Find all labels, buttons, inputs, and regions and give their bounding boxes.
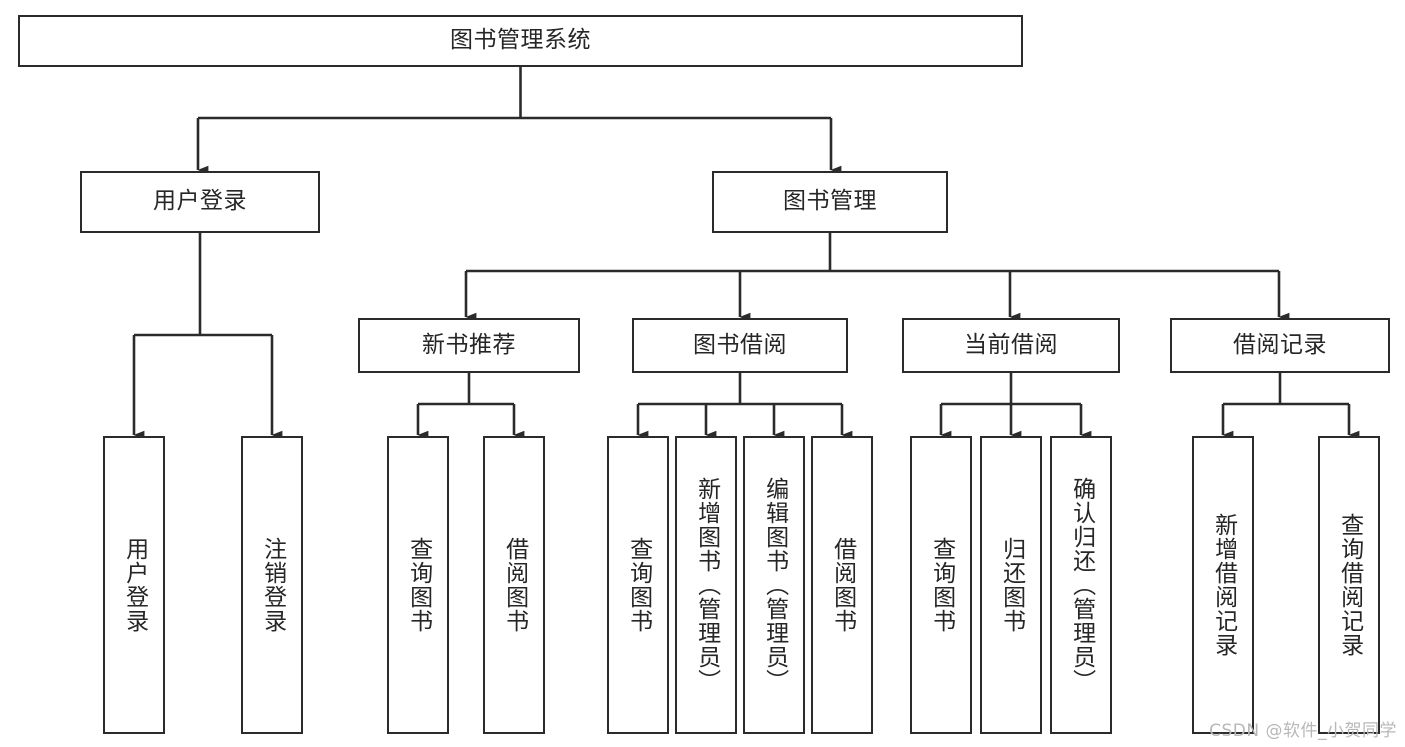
node-book-borrow[interactable]: 图书借阅	[632, 318, 848, 373]
node-current-borrow[interactable]: 当前借阅	[902, 318, 1120, 373]
leaf-borrow-book-recommend-label: 借阅图书	[501, 537, 528, 633]
edge-group-new-book	[416, 373, 525, 440]
node-book-borrow-label: 图书借阅	[693, 331, 787, 358]
node-book-management-label: 图书管理	[783, 188, 877, 215]
leaf-query-borrow-record[interactable]: 查询借阅记录	[1318, 436, 1380, 734]
leaf-add-borrow-record[interactable]: 新增借阅记录	[1192, 436, 1254, 734]
leaf-query-book-current[interactable]: 查询图书	[910, 436, 972, 734]
node-user-login-label: 用户登录	[153, 188, 247, 215]
leaf-return-book[interactable]: 归还图书	[980, 436, 1042, 734]
node-borrow-record-label: 借阅记录	[1233, 331, 1327, 358]
node-root-label: 图书管理系统	[450, 27, 591, 54]
edge-group-current-borrow	[939, 373, 1092, 440]
leaf-logout[interactable]: 注销登录	[241, 436, 303, 734]
leaf-logout-label: 注销登录	[259, 537, 286, 633]
leaf-query-book-recommend[interactable]: 查询图书	[387, 436, 449, 734]
node-borrow-record[interactable]: 借阅记录	[1170, 318, 1390, 373]
edge-group-book-borrow	[636, 373, 853, 440]
node-user-login[interactable]: 用户登录	[80, 171, 320, 233]
edge-group-book-management	[464, 233, 1290, 322]
node-new-book-recommend-label: 新书推荐	[422, 331, 516, 358]
leaf-user-login-label: 用户登录	[121, 537, 148, 633]
leaf-user-login[interactable]: 用户登录	[103, 436, 165, 734]
leaf-add-book-admin[interactable]: 新增图书（管理员）	[675, 436, 737, 734]
leaf-edit-book-admin[interactable]: 编辑图书（管理员）	[743, 436, 805, 734]
leaf-borrow-book-recommend[interactable]: 借阅图书	[483, 436, 545, 734]
leaf-query-book-label: 查询图书	[625, 537, 652, 633]
edge-group-user-login	[132, 233, 283, 440]
node-root[interactable]: 图书管理系统	[18, 15, 1023, 67]
leaf-query-book-current-label: 查询图书	[928, 537, 955, 633]
leaf-confirm-return-admin-label: 确认归还（管理员）	[1068, 477, 1095, 693]
edge-group-borrow-record	[1221, 373, 1360, 440]
leaf-confirm-return-admin[interactable]: 确认归还（管理员）	[1050, 436, 1112, 734]
leaf-add-borrow-record-label: 新增借阅记录	[1210, 513, 1237, 657]
leaf-query-borrow-record-label: 查询借阅记录	[1336, 513, 1363, 657]
node-book-management[interactable]: 图书管理	[712, 171, 948, 233]
leaf-query-book-recommend-label: 查询图书	[405, 537, 432, 633]
node-current-borrow-label: 当前借阅	[964, 331, 1058, 358]
leaf-query-book[interactable]: 查询图书	[607, 436, 669, 734]
edge-group-root	[196, 67, 842, 175]
leaf-borrow-book[interactable]: 借阅图书	[811, 436, 873, 734]
leaf-add-book-admin-label: 新增图书（管理员）	[693, 477, 720, 693]
leaf-return-book-label: 归还图书	[998, 537, 1025, 633]
leaf-edit-book-admin-label: 编辑图书（管理员）	[761, 477, 788, 693]
leaf-borrow-book-label: 借阅图书	[829, 537, 856, 633]
node-new-book-recommend[interactable]: 新书推荐	[358, 318, 580, 373]
